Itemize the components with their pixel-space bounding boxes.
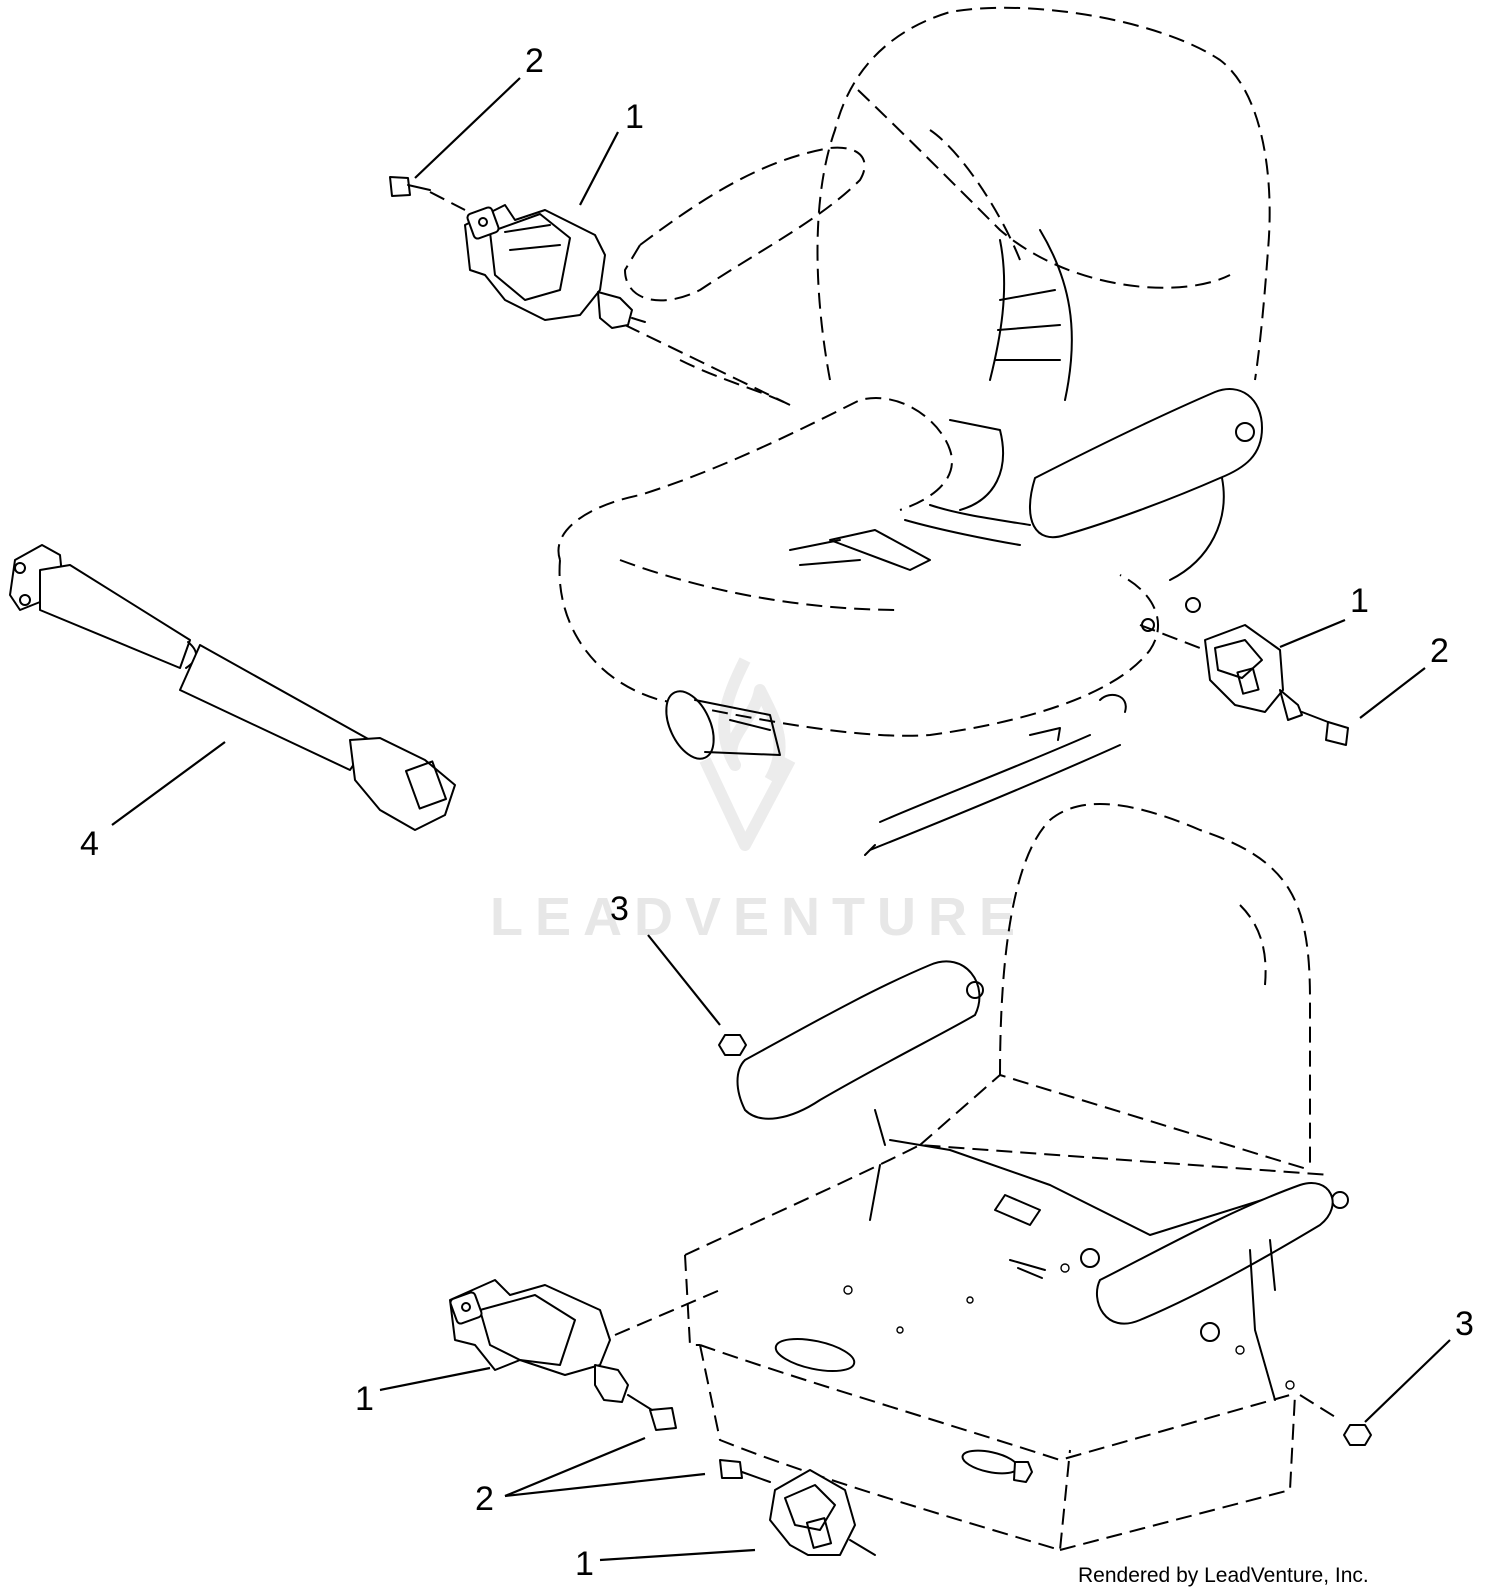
callout-label: 1 [355,1380,374,1418]
callout-label: 1 [625,98,644,136]
nut-bottom [1013,1461,1033,1483]
render-credit: Rendered by LeadVenture, Inc. [1078,1564,1369,1587]
retractor-top-left [389,176,646,329]
retractor-lower-left [449,1279,677,1431]
watermark: LEADVENTURE [490,657,1027,947]
upper-seat [557,6,1271,856]
callout-label: 3 [610,890,629,928]
callout-label: 1 [575,1545,594,1583]
seat-belt-tongue [9,544,456,831]
nut-left [718,1034,747,1056]
callout-label: 2 [1430,632,1449,670]
watermark-text: LEADVENTURE [490,887,1027,947]
callout-label: 2 [525,42,544,80]
callout-label: 4 [80,825,99,863]
callout-label: 2 [475,1480,494,1518]
callout-label: 1 [1350,582,1369,620]
callout-label: 3 [1455,1305,1474,1343]
lower-seat [614,803,1349,1551]
retractor-lower-center [719,1459,876,1556]
retractor-upper-right [1139,624,1349,746]
nut-right [1343,1424,1372,1446]
leader-lines [111,77,1451,1562]
callouts: 2 1 1 2 4 3 3 1 2 1 [80,42,1474,1583]
